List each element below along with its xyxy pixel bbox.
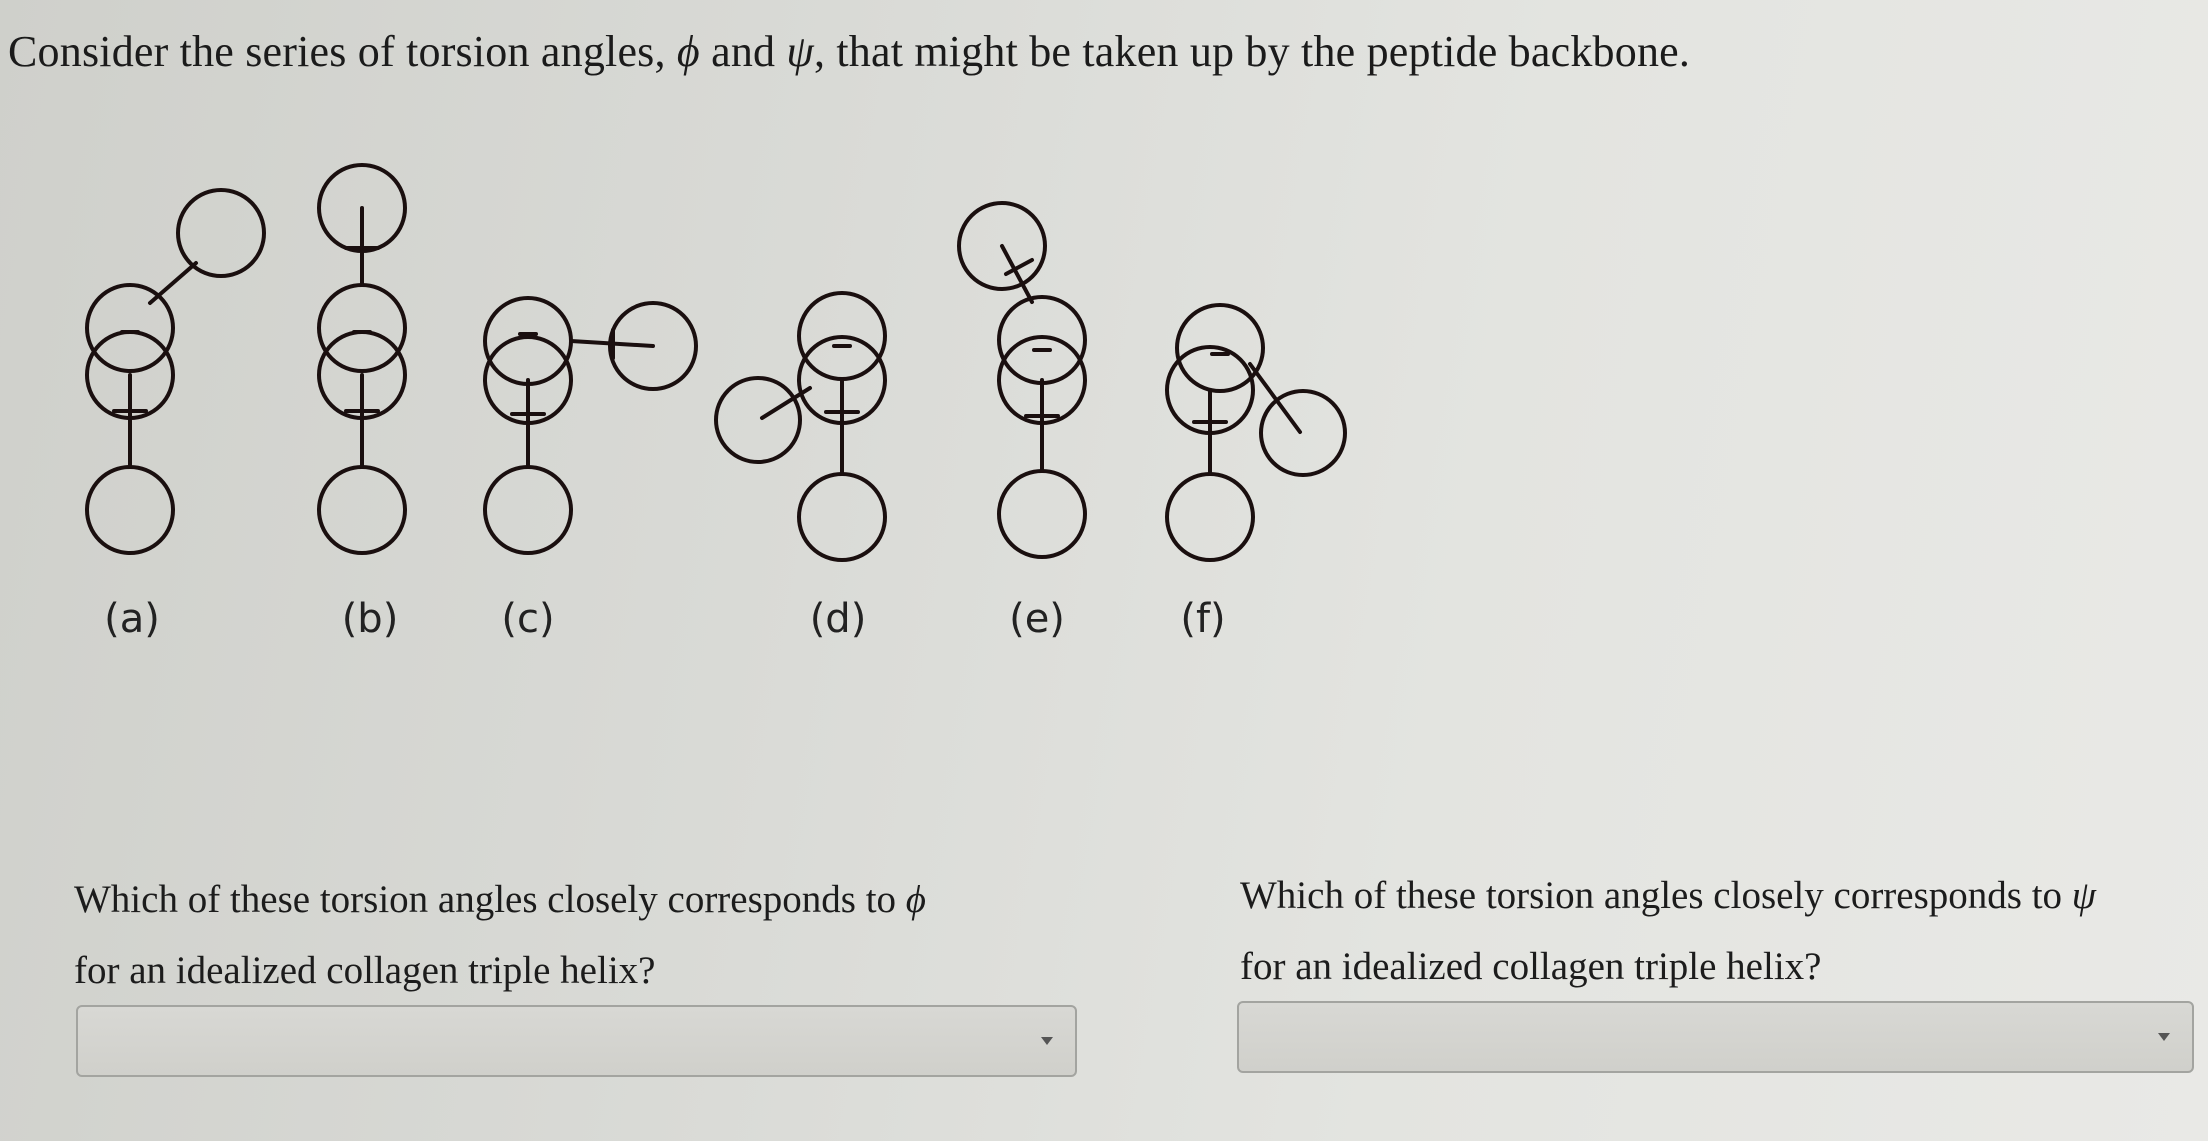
question-psi-line-1: Which of these torsion angles closely co… <box>1240 860 2096 931</box>
diagram-f <box>1165 303 1347 562</box>
diagram-d <box>714 291 887 562</box>
question-phi-line-1: Which of these torsion angles closely co… <box>74 864 926 935</box>
question-psi-line-2: for an idealized collagen triple helix? <box>1240 945 1822 988</box>
question-intro: Consider the series of torsion angles, ϕ… <box>8 26 1690 77</box>
question-phi-text: Which of these torsion angles closely co… <box>74 878 906 921</box>
label-d: (d) <box>809 596 867 642</box>
chevron-down-icon <box>1041 1037 1053 1045</box>
label-b: (b) <box>341 596 399 642</box>
label-c: (c) <box>501 596 555 642</box>
diagram-b <box>317 163 407 555</box>
question-phi-line-2: for an idealized collagen triple helix? <box>74 949 656 992</box>
question-psi-text: Which of these torsion angles closely co… <box>1240 874 2072 917</box>
torsion-angle-figure <box>85 163 1347 562</box>
label-f: (f) <box>1180 596 1226 642</box>
chevron-down-icon <box>2158 1033 2170 1041</box>
psi-symbol: ψ <box>786 27 814 76</box>
phi-symbol: ϕ <box>676 27 700 76</box>
phi-answer-dropdown[interactable] <box>76 1005 1077 1077</box>
intro-text-start: Consider the series of torsion angles, <box>8 27 677 76</box>
diagram-a <box>85 188 266 555</box>
intro-text-end: , that might be taken up by the peptide … <box>813 27 1691 76</box>
label-a: (a) <box>104 596 160 642</box>
question-phi-symbol: ϕ <box>905 878 926 921</box>
diagram-c <box>483 296 698 555</box>
question-phi: Which of these torsion angles closely co… <box>74 864 926 1006</box>
question-psi: Which of these torsion angles closely co… <box>1240 860 2096 1002</box>
question-psi-symbol: ψ <box>2071 874 2097 917</box>
intro-text-and: and <box>699 27 787 76</box>
diagram-e <box>957 201 1087 559</box>
label-e: (e) <box>1009 596 1065 642</box>
psi-answer-dropdown[interactable] <box>1237 1001 2194 1073</box>
